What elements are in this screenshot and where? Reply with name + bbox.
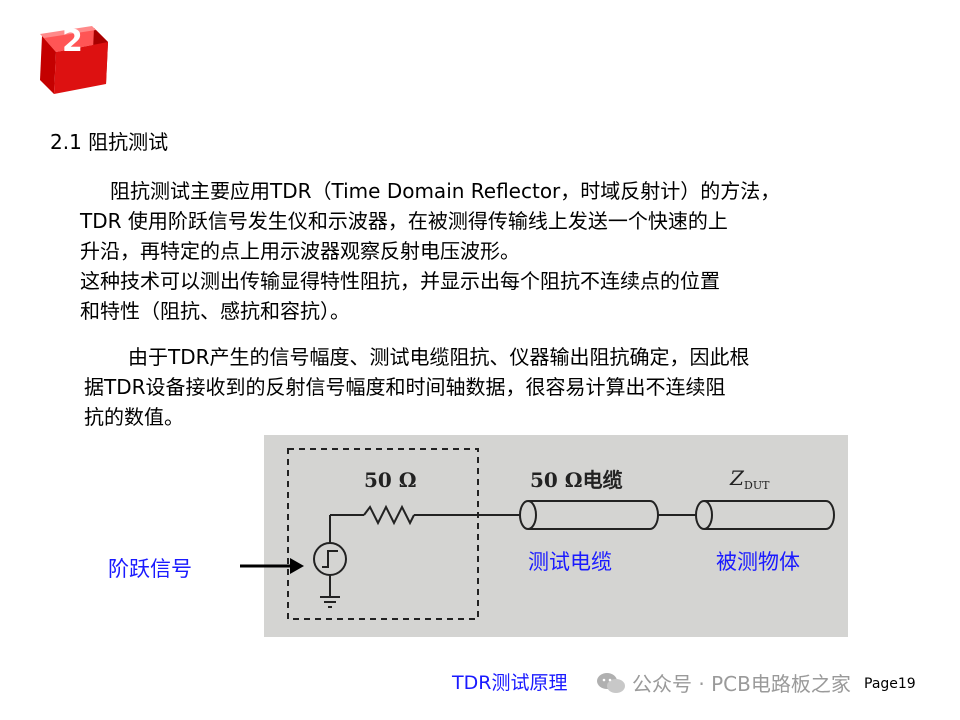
step-source-symbol <box>313 542 347 576</box>
resistor-label: 50 Ω <box>364 468 417 492</box>
paragraph-tdr-calculation: 由于TDR产生的信号幅度、测试电缆阻抗、仪器输出阻抗确定，因此根 据TDR设备接… <box>84 342 750 432</box>
test-cable-label: 测试电缆 <box>528 550 612 574</box>
dut-object-label: 被测物体 <box>716 550 800 574</box>
paragraph1-line: 升沿，再特定的点上用示波器观察反射电压波形。 <box>80 239 520 263</box>
paragraph2-line: 据TDR设备接收到的反射信号幅度和时间轴数据，很容易计算出不连续阻 <box>84 375 726 399</box>
figure-caption: TDR测试原理 <box>452 672 568 694</box>
dut-impedance-label: Z <box>729 466 745 490</box>
dut-impedance-subscript: DUT <box>744 479 770 492</box>
section-number-badge: 2 <box>40 24 108 94</box>
step-waveform-icon <box>322 550 338 568</box>
tdr-circuit-diagram: 50 Ω 50 Ω电缆 Z DUT <box>264 435 848 637</box>
page-number: Page19 <box>864 676 916 692</box>
paragraph2-line: 抗的数值。 <box>84 405 184 429</box>
test-cable-symbol <box>519 500 659 530</box>
paragraph1-line: 和特性（阻抗、感抗和容抗）。 <box>80 299 350 323</box>
paragraph2-line: 由于TDR产生的信号幅度、测试电缆阻抗、仪器输出阻抗确定，因此根 <box>128 345 750 369</box>
paragraph1-line: 阻抗测试主要应用TDR（Time Domain Reflector，时域反射计）… <box>110 179 781 203</box>
resistor-symbol <box>363 504 415 526</box>
arrow-to-source-icon <box>240 558 304 574</box>
badge-number: 2 <box>62 24 83 59</box>
dut-cable-symbol <box>695 500 835 530</box>
step-signal-label: 阶跃信号 <box>108 557 192 581</box>
paragraph-tdr-method: 阻抗测试主要应用TDR（Time Domain Reflector，时域反射计）… <box>80 176 780 326</box>
cable-impedance-label: 50 Ω电缆 <box>530 468 623 492</box>
watermark-text: 公众号 · PCB电路板之家 <box>632 672 851 696</box>
paragraph1-line: TDR 使用阶跃信号发生仪和示波器，在被测得传输线上发送一个快速的上 <box>80 209 728 233</box>
wechat-icon <box>597 672 625 693</box>
section-title: 2.1 阻抗测试 <box>50 130 169 154</box>
watermark: 公众号 · PCB电路板之家 <box>596 668 851 697</box>
paragraph1-line: 这种技术可以测出传输显得特性阻抗，并显示出每个阻抗不连续点的位置 <box>80 269 720 293</box>
instrument-boundary <box>287 448 479 620</box>
